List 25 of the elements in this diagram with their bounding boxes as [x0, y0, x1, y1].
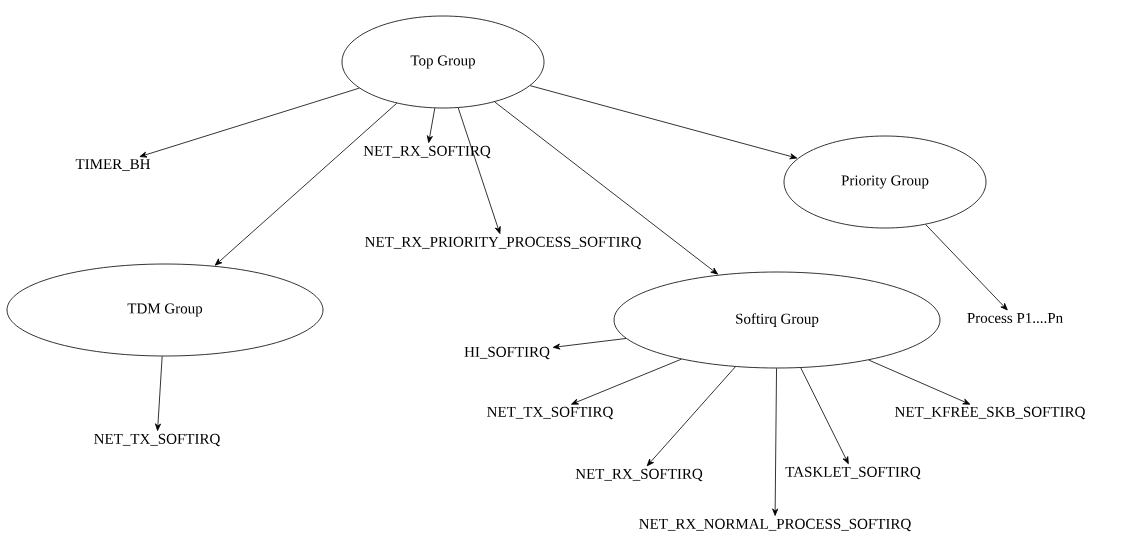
node-label: TIMER_BH — [75, 159, 151, 171]
node-label: Process P1....Pn — [967, 312, 1063, 324]
arrow — [529, 85, 798, 160]
arrow — [646, 366, 736, 467]
arrow — [426, 107, 436, 143]
arrow — [155, 356, 163, 431]
node-label: TASKLET_SOFTIRQ — [785, 466, 921, 480]
arrow — [772, 368, 779, 516]
node-label: NET_TX_SOFTIRQ — [94, 433, 221, 447]
node-label: NET_RX_PRIORITY_PROCESS_SOFTIRQ — [365, 236, 642, 250]
arrow — [571, 358, 682, 405]
arrow — [868, 359, 971, 405]
arrow — [552, 338, 627, 350]
arrow — [800, 367, 849, 465]
arrow — [494, 101, 719, 275]
node-label: NET_RX_NORMAL_PROCESS_SOFTIRQ — [639, 518, 911, 532]
node-label: NET_RX_SOFTIRQ — [363, 145, 491, 159]
arrow — [925, 224, 1008, 311]
arrow — [457, 107, 501, 234]
arrow — [214, 102, 398, 266]
node-label: NET_RX_SOFTIRQ — [575, 468, 703, 482]
arrow — [139, 87, 360, 158]
node-label: NET_KFREE_SKB_SOFTIRQ — [895, 406, 1086, 420]
node-label: HI_SOFTIRQ — [464, 346, 550, 360]
node-label: NET_TX_SOFTIRQ — [487, 406, 614, 420]
